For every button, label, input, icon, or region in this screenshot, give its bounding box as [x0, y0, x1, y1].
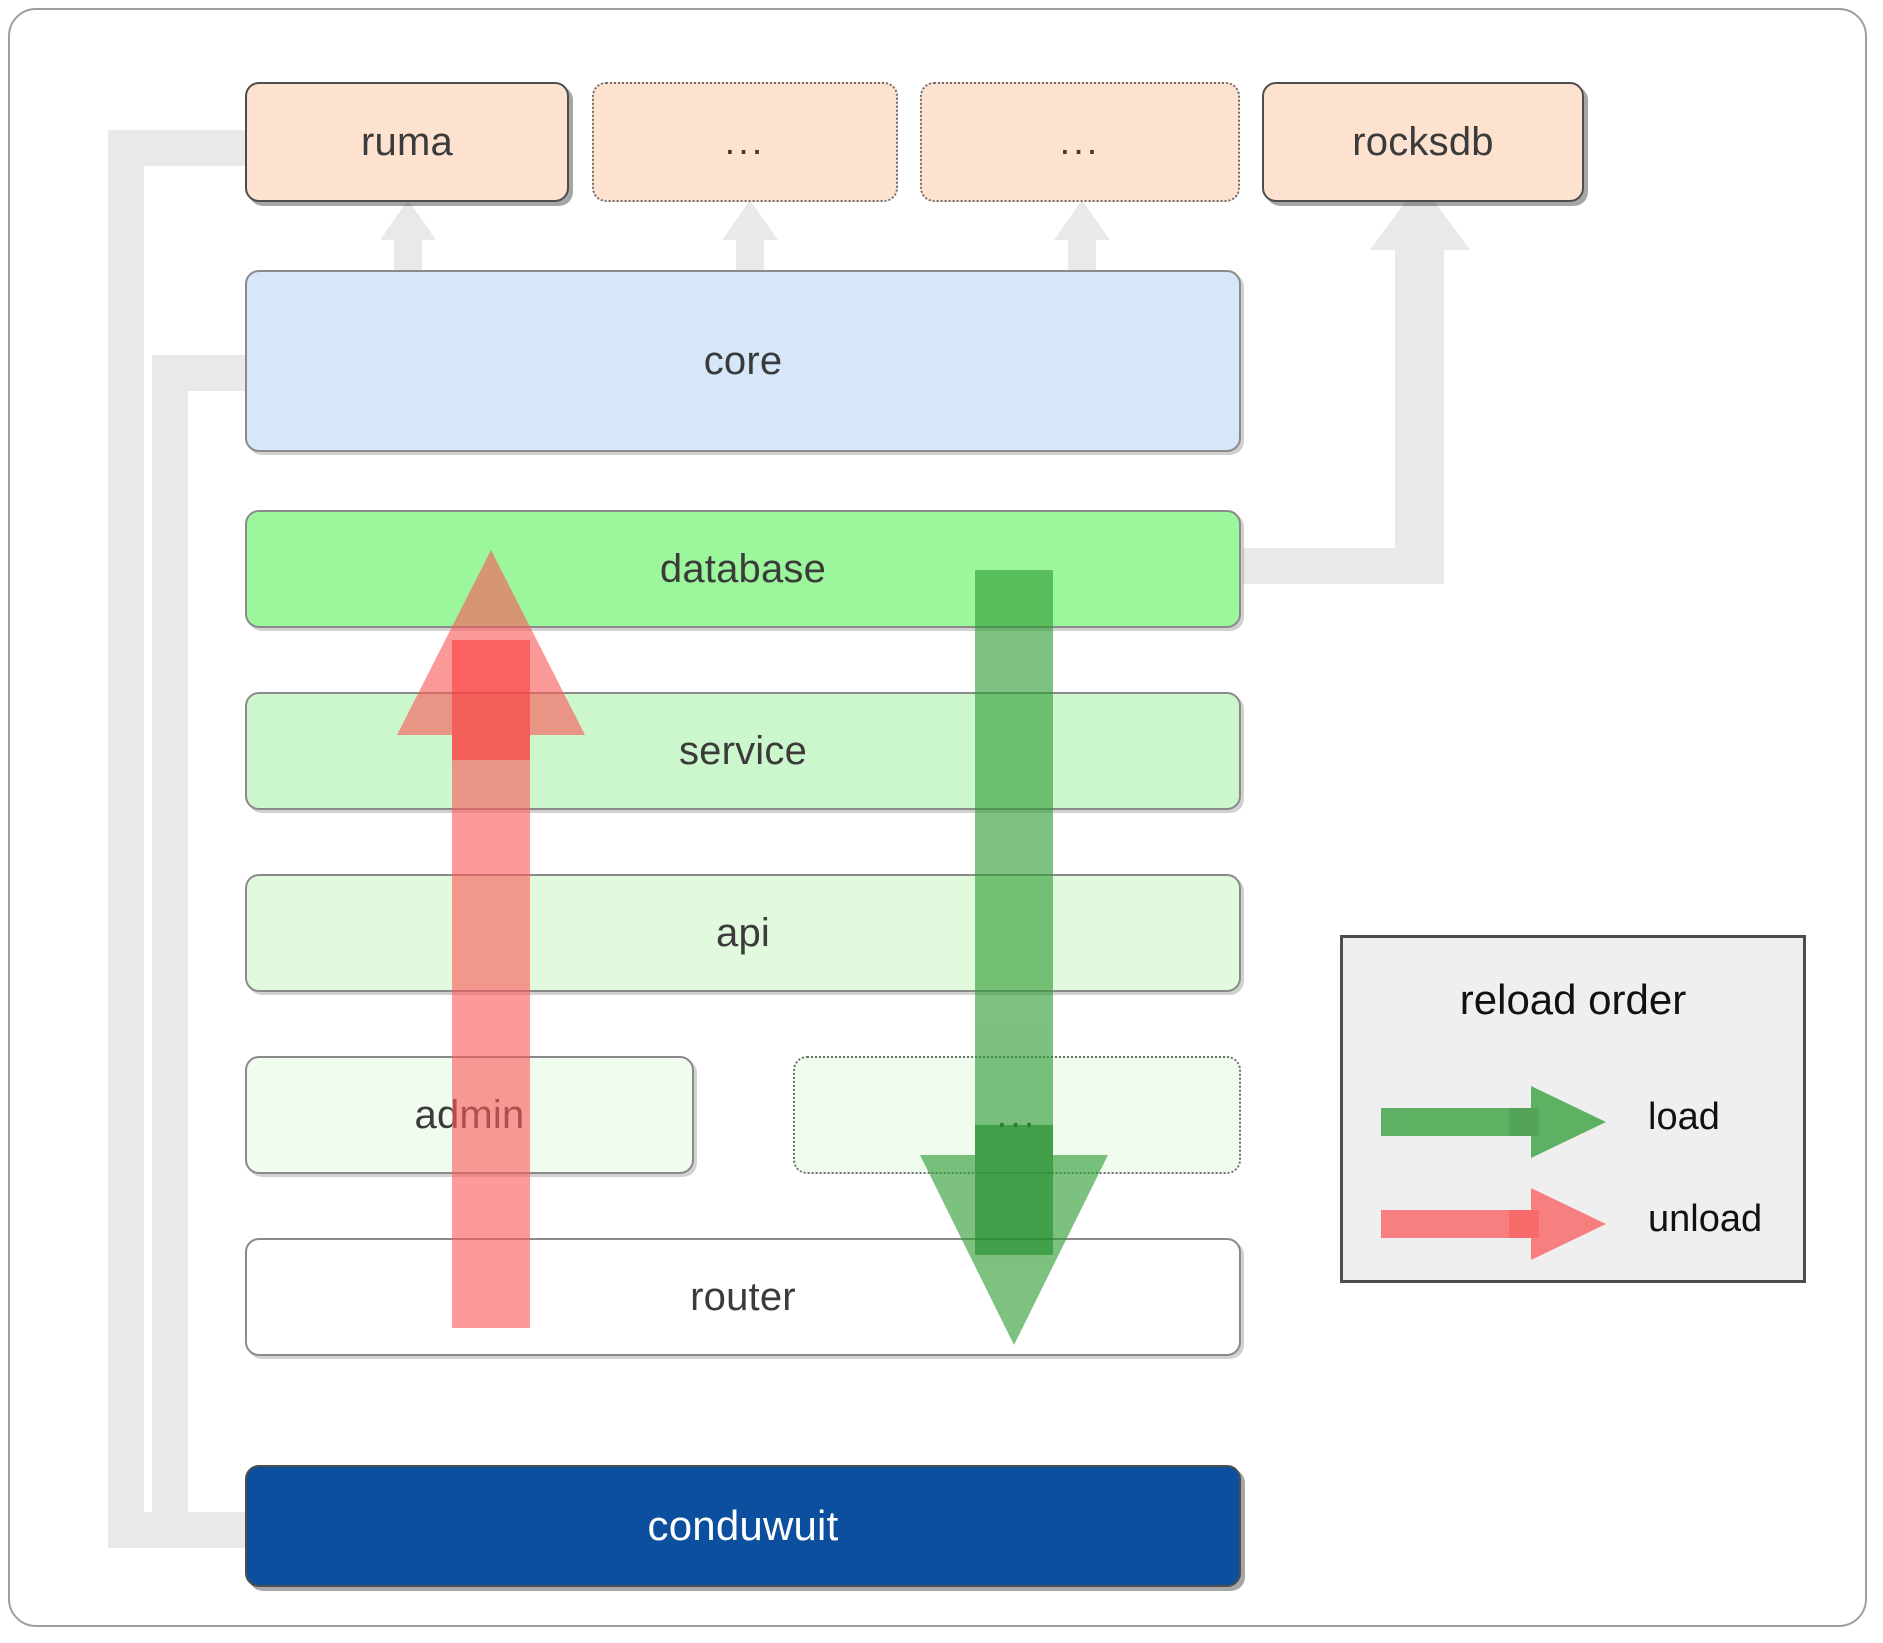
load-arrow-overlap-block — [975, 1125, 1053, 1255]
core-to-top-arrows — [380, 200, 1110, 272]
unload-arrow-overlap-block — [452, 640, 530, 760]
node-conduwuit[interactable]: conduwuit — [245, 1465, 1241, 1587]
legend-title: reload order — [1459, 976, 1687, 1023]
node-router[interactable]: router — [245, 1238, 1241, 1356]
connector-conduwuit-to-core — [152, 330, 478, 1540]
unload-arrow-overlap — [452, 640, 530, 760]
connector-database-to-rocksdb — [1243, 182, 1470, 584]
legend-panel: reload order load unload — [1340, 935, 1806, 1283]
legend-load-label: load — [1648, 1096, 1720, 1138]
arrow-core-to-ellipsis-2 — [1054, 200, 1110, 272]
legend-unload-arrow — [1381, 1188, 1606, 1260]
legend-unload-label: unload — [1648, 1198, 1763, 1240]
load-arrow-overlap — [975, 1125, 1053, 1255]
legend-load-arrow — [1381, 1086, 1606, 1158]
node-ellipsis-2[interactable]: ... — [920, 82, 1240, 202]
unload-arrow-shaft — [452, 648, 530, 1328]
node-database[interactable]: database — [245, 510, 1241, 628]
arrow-core-to-ellipsis-1 — [722, 200, 778, 272]
arrow-core-to-ruma — [380, 200, 436, 272]
